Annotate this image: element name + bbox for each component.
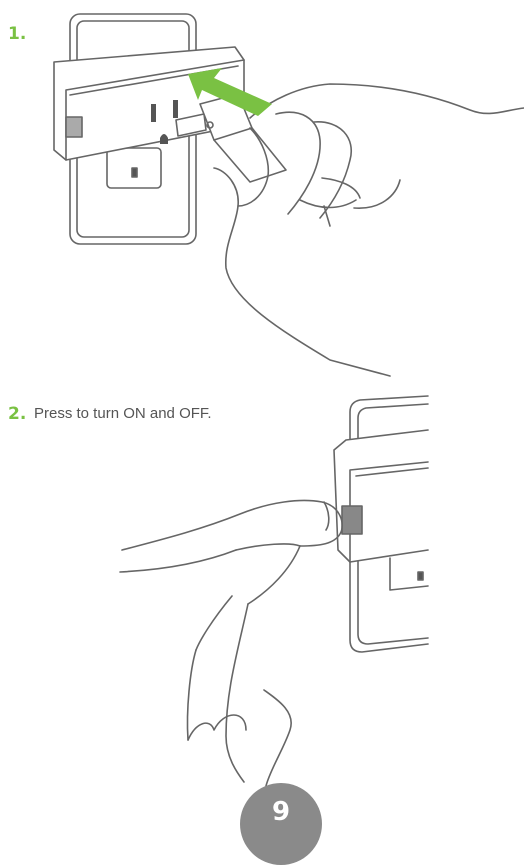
pressing-hand (120, 501, 342, 787)
step-1-illustration (0, 0, 524, 380)
page-number: 9 (240, 797, 322, 827)
step-2-illustration (0, 390, 524, 790)
page-number-badge: 9 (240, 783, 322, 865)
smart-plug-2 (334, 430, 428, 562)
hand (214, 84, 524, 376)
